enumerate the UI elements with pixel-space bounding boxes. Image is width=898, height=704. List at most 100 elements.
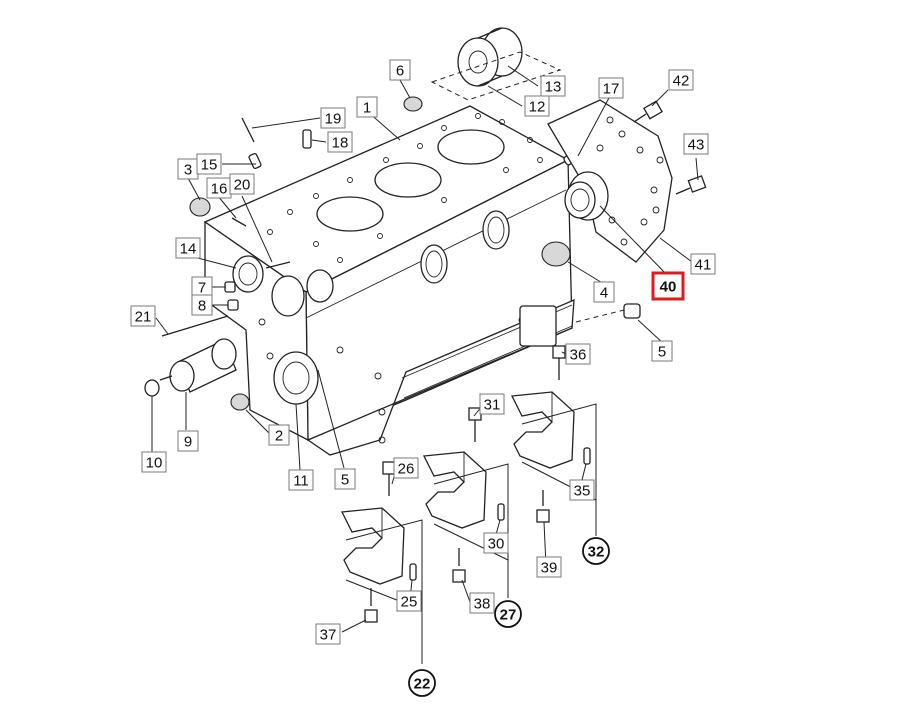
callout-c8-label: 8 — [198, 298, 206, 315]
callout-c9-label: 9 — [184, 434, 192, 451]
callout-c14-label: 14 — [180, 241, 197, 258]
callout-c15: 15 — [196, 153, 222, 175]
callout-c27: 27 — [494, 600, 522, 628]
callout-c5a: 5 — [651, 340, 673, 362]
callout-c5a-label: 5 — [658, 344, 666, 361]
callout-c1-label: 1 — [363, 100, 371, 117]
callout-c30-frame — [483, 532, 509, 554]
callout-c41-frame — [690, 253, 716, 275]
callout-c7: 7 — [191, 276, 213, 298]
sleeve-9 — [159, 338, 237, 393]
callout-c43-frame — [683, 133, 709, 155]
cap-bolts — [364, 345, 591, 623]
callout-c36: 36 — [565, 343, 591, 365]
cylinder-block — [203, 105, 575, 456]
callout-c30-label: 30 — [488, 536, 505, 553]
callout-c16-label: 16 — [211, 181, 228, 198]
callout-c17-label: 17 — [603, 81, 620, 98]
callout-c21-frame — [130, 305, 156, 327]
callout-c11: 11 — [288, 469, 314, 491]
callout-c38-frame — [469, 592, 495, 614]
callout-c18-label: 18 — [332, 135, 349, 152]
callout-c14: 14 — [175, 237, 201, 259]
callout-c25: 25 — [396, 590, 422, 612]
callout-c40-frame — [651, 271, 685, 301]
callout-c18: 18 — [327, 131, 353, 153]
callout-c13: 13 — [540, 75, 566, 97]
callout-c9-frame — [177, 430, 199, 452]
plug-6 — [403, 96, 423, 112]
bolt-42 — [633, 100, 663, 123]
callout-c25-label: 25 — [401, 594, 418, 611]
callout-c38-label: 38 — [474, 596, 491, 613]
callout-c1-frame — [356, 96, 378, 118]
callout-c7-label: 7 — [198, 280, 206, 297]
callout-c5b: 5 — [334, 468, 356, 490]
callout-c13-label: 13 — [545, 79, 562, 96]
callout-c43: 43 — [683, 133, 709, 155]
callout-c4-label: 4 — [600, 285, 608, 302]
callout-c19-frame — [320, 107, 346, 129]
callout-c6-frame — [389, 59, 411, 81]
callout-c20-frame — [229, 173, 255, 195]
callout-c37: 37 — [315, 623, 341, 645]
callout-c27-frame — [494, 600, 522, 628]
callout-c42-frame — [668, 69, 694, 91]
callout-c6: 6 — [389, 59, 411, 81]
callout-c21: 21 — [130, 305, 156, 327]
callout-c12: 12 — [524, 95, 550, 117]
callout-c14-frame — [175, 237, 201, 259]
bolt-43 — [675, 175, 707, 195]
callout-c18-frame — [327, 131, 353, 153]
callout-c32-label: 32 — [588, 544, 605, 561]
plug-4 — [541, 241, 571, 267]
callout-c43-label: 43 — [688, 137, 705, 154]
callout-c8: 8 — [191, 294, 213, 316]
callout-c27-label: 27 — [500, 607, 517, 624]
callout-c12-frame — [524, 95, 550, 117]
oil-seal-40 — [564, 171, 609, 221]
callout-c4-frame — [593, 281, 615, 303]
callout-c26: 26 — [393, 457, 419, 479]
callout-c15-label: 15 — [201, 157, 218, 174]
callout-c35-frame — [569, 479, 595, 501]
callout-c36-frame — [565, 343, 591, 365]
callout-c35-label: 35 — [574, 483, 591, 500]
callout-c9: 9 — [177, 430, 199, 452]
callout-c39: 39 — [536, 556, 562, 578]
callout-c5b-label: 5 — [341, 472, 349, 489]
callout-c4: 4 — [593, 281, 615, 303]
callout-c22-label: 22 — [414, 676, 431, 693]
callout-c13-frame — [540, 75, 566, 97]
callout-c41-label: 41 — [695, 257, 712, 274]
callout-c25-frame — [396, 590, 422, 612]
callout-c37-label: 37 — [320, 627, 337, 644]
callout-c20: 20 — [229, 173, 255, 195]
bearing-12-13 — [430, 27, 562, 101]
callout-c19-label: 19 — [325, 111, 342, 128]
callout-c38: 38 — [469, 592, 495, 614]
callout-c31-frame — [479, 393, 505, 415]
callout-c10-label: 10 — [146, 455, 163, 472]
callout-c3-label: 3 — [184, 162, 192, 179]
callout-c31-label: 31 — [484, 397, 501, 414]
callout-c8-frame — [191, 294, 213, 316]
callout-c20-label: 20 — [234, 177, 251, 194]
callout-c2: 2 — [268, 424, 290, 446]
callout-c17: 17 — [598, 77, 624, 99]
callout-c2-label: 2 — [275, 428, 283, 445]
callout-c17-frame — [598, 77, 624, 99]
callout-c1: 1 — [356, 96, 378, 118]
callout-c6-label: 6 — [396, 63, 404, 80]
callout-c5b-frame — [334, 468, 356, 490]
callout-c15-frame — [196, 153, 222, 175]
callout-c42: 42 — [668, 69, 694, 91]
callout-labels: 1234556789101112131415161718192021222526… — [130, 59, 716, 697]
callout-c5a-frame — [651, 340, 673, 362]
callout-c11-frame — [288, 469, 314, 491]
callout-c10-frame — [141, 451, 167, 473]
callout-c22-frame — [408, 669, 436, 697]
callout-c40-label: 40 — [660, 279, 677, 296]
